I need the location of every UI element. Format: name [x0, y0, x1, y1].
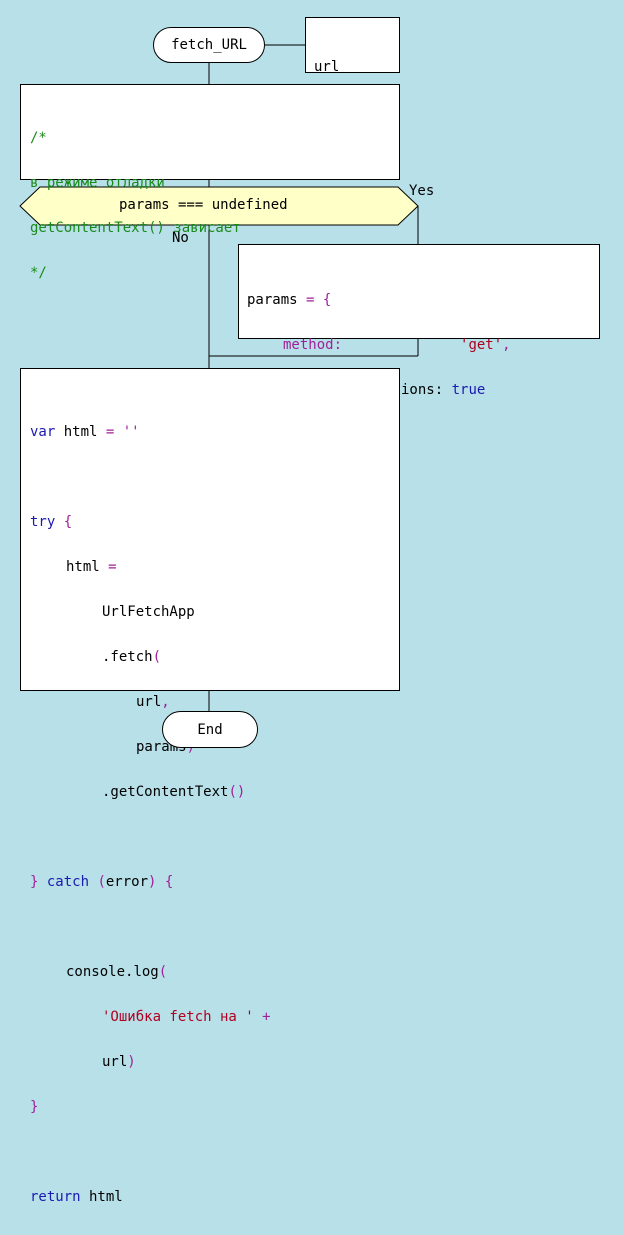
main-code-box: var html = '' try { html = UrlFetchApp .…	[20, 368, 400, 1205]
yes-branch-box: params = { method:'get', muteHttpExcepti…	[238, 244, 600, 443]
no-label: No	[172, 230, 189, 246]
error-string: 'Ошибка fetch на '	[102, 1009, 254, 1025]
end-label: End	[197, 721, 223, 738]
try-keyword: try	[30, 514, 56, 530]
var-keyword: var	[30, 424, 56, 440]
decision-text: params === undefined	[119, 197, 288, 213]
method-key: method:	[283, 337, 343, 353]
comment-close: */	[30, 265, 47, 281]
start-label: fetch_URL	[171, 37, 247, 53]
catch-keyword: catch	[46, 874, 90, 890]
end-terminator: End	[162, 711, 258, 748]
method-value: 'get'	[460, 337, 503, 353]
return-keyword: return	[30, 1189, 81, 1205]
comment-line1: в режиме отладки	[30, 175, 165, 191]
comment-open: /*	[30, 130, 47, 146]
yes-label: Yes	[409, 183, 435, 199]
params-box: url params	[305, 17, 400, 120]
params-var: params	[247, 292, 298, 308]
decision-shape	[19, 186, 419, 226]
start-terminator: fetch_URL	[153, 27, 265, 63]
comment-box: /* в режиме отладки getContentText() зав…	[20, 84, 400, 281]
method-comma: ,	[502, 337, 511, 353]
mute-value: true	[451, 382, 486, 398]
comment-line2: getContentText() зависает	[30, 220, 241, 236]
connector-lines	[19, 44, 419, 711]
params-assign: = {	[297, 292, 332, 308]
params-box-line1: url	[314, 59, 340, 75]
